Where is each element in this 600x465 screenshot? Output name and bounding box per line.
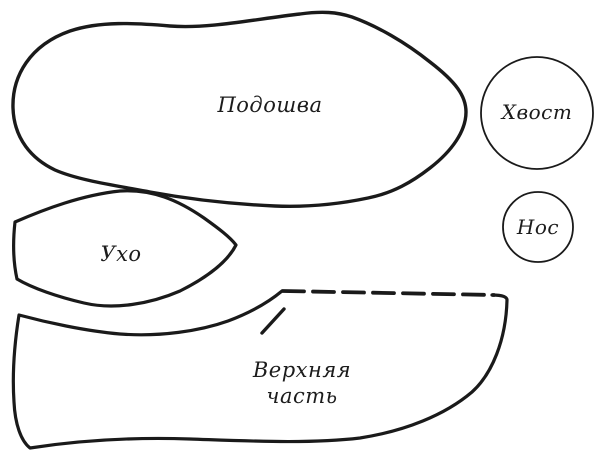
- fold-dashed-line: [281, 289, 496, 297]
- nose-label: Нос: [516, 215, 560, 239]
- ear-shape: [12, 189, 238, 308]
- upper-part-label-line1: Верхняя: [252, 358, 352, 382]
- tail-label: Хвост: [501, 100, 573, 124]
- upper-part-shape: [11, 289, 509, 450]
- notch-mark: [260, 307, 286, 335]
- tail-circle: [480, 56, 594, 170]
- sole-label: Подошва: [217, 93, 323, 117]
- ear-label: Ухо: [100, 242, 142, 266]
- nose-circle: [502, 191, 574, 263]
- upper-part-label: Верхняя часть: [253, 357, 351, 409]
- upper-part-label-line2: часть: [266, 384, 338, 408]
